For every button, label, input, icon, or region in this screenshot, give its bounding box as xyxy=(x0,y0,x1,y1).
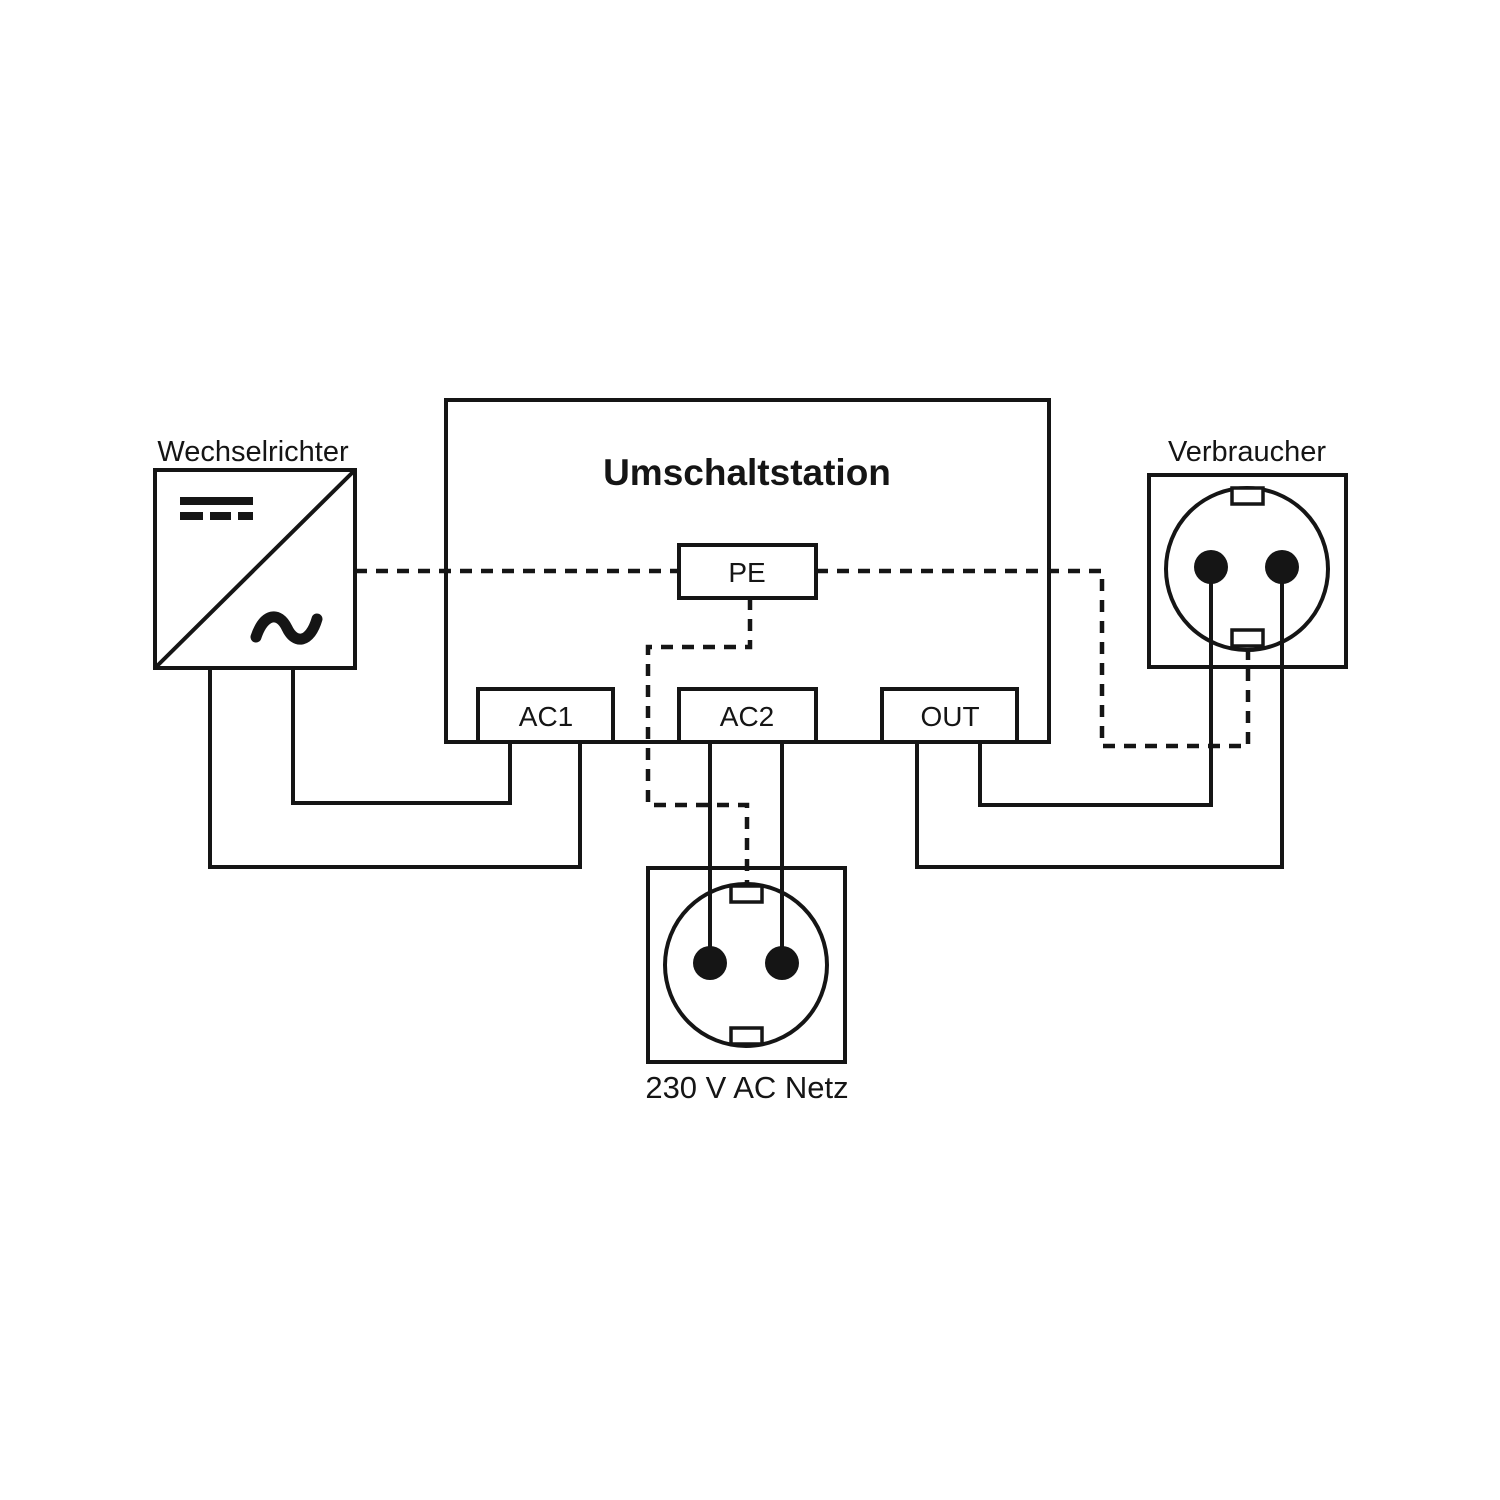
sine-tilde-icon xyxy=(250,611,323,645)
inverter-diagonal-divider xyxy=(153,468,357,670)
earth-wire-pe-to-consumer xyxy=(816,568,1251,749)
wire-inverter-to-ac1-outer xyxy=(208,668,582,869)
inverter-node: Wechselrichter xyxy=(153,436,357,670)
ac2-port-box xyxy=(677,687,818,744)
consumer-bottom-earth-clip xyxy=(1230,628,1265,648)
ac2-port-label: AC2 xyxy=(720,701,774,732)
pe-port-box xyxy=(677,543,818,600)
grid-bottom-earth-clip xyxy=(729,1026,764,1046)
grid-label: 230 V AC Netz xyxy=(645,1070,848,1105)
consumer-label: Verbraucher xyxy=(1168,436,1326,468)
consumer-right-pin xyxy=(1265,550,1299,584)
earth-wire-pe-to-grid xyxy=(645,598,753,890)
grid-right-pin xyxy=(765,946,799,980)
wire-inverter-to-ac1-inner xyxy=(291,668,512,805)
socket-pins xyxy=(693,550,1299,980)
ac1-port-label: AC1 xyxy=(519,701,573,732)
out-port-box xyxy=(880,687,1019,744)
grid-left-pin xyxy=(693,946,727,980)
wire-out-to-consumer-inner xyxy=(978,567,1213,807)
consumer-left-pin xyxy=(1194,550,1228,584)
consumer-socket-circle xyxy=(1164,486,1330,652)
inverter-label: Wechselrichter xyxy=(157,436,349,468)
consumer-top-earth-clip xyxy=(1230,486,1265,506)
grid-top-earth-clip xyxy=(729,884,764,904)
power-wires xyxy=(208,567,1284,963)
consumer-socket-node: Verbraucher xyxy=(1147,436,1348,669)
pe-port-label: PE xyxy=(728,557,765,588)
grid-socket-circle xyxy=(663,882,829,1048)
ac1-port: AC1 xyxy=(476,687,615,744)
out-port: OUT xyxy=(880,687,1019,744)
switching-station-title: Umschaltstation xyxy=(603,452,891,493)
wire-out-to-consumer-outer xyxy=(915,567,1284,869)
grid-socket-node: 230 V AC Netz xyxy=(645,866,849,1105)
ac1-port-box xyxy=(476,687,615,744)
pe-port: PE xyxy=(677,543,818,600)
out-port-label: OUT xyxy=(920,701,979,732)
ac2-port: AC2 xyxy=(677,687,818,744)
socket-earth-clips xyxy=(729,486,1265,1046)
dc-lines-icon xyxy=(180,497,253,520)
earth-wires xyxy=(355,568,1251,890)
